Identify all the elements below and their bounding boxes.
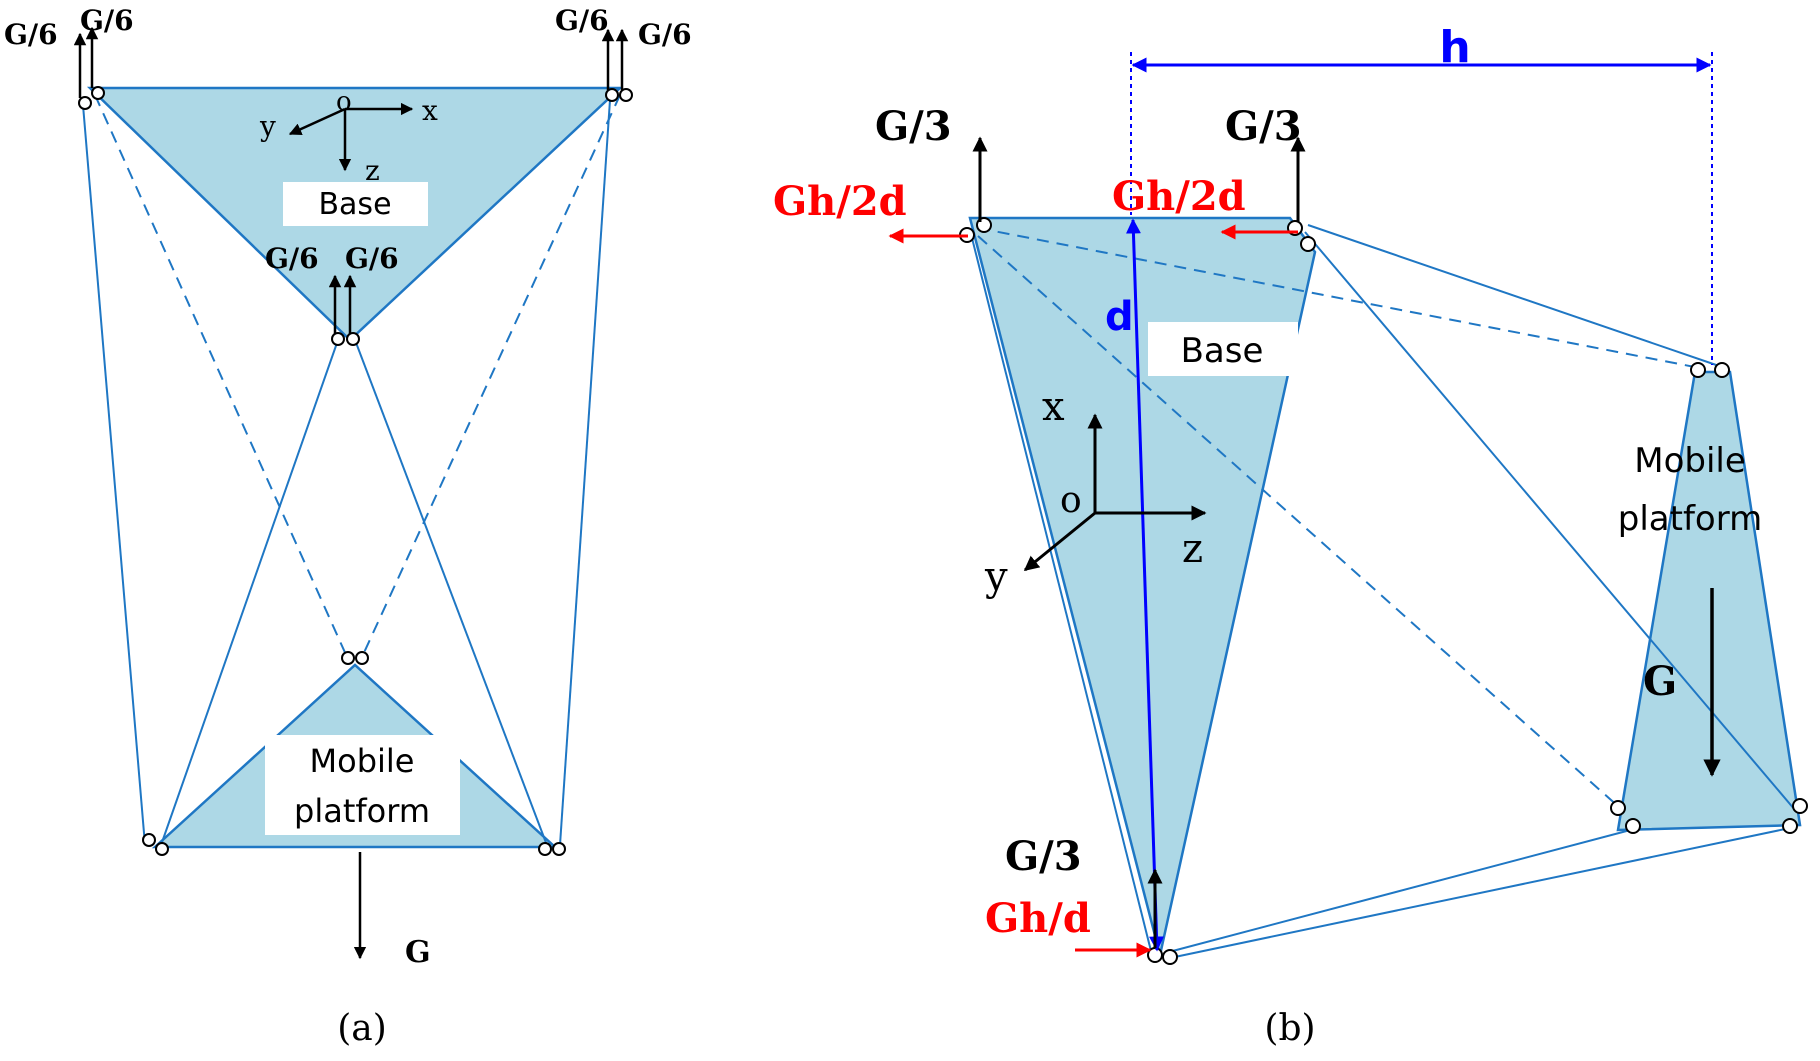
caption-a: (a) xyxy=(337,1008,387,1049)
panel-a: Base Mobile platform o x y z G/6 G/6 G/6… xyxy=(4,4,692,1049)
reaction-label-gh2d-2: Gh/2d xyxy=(1112,173,1246,220)
axis-o-a: o xyxy=(336,87,352,117)
joints-a xyxy=(78,86,633,856)
axis-y-a: y xyxy=(259,110,276,143)
base-label-a: Base xyxy=(318,187,391,222)
dimension-label-d: d xyxy=(1105,294,1134,340)
joints-b xyxy=(959,217,1808,965)
force-label-g6-3: G/6 xyxy=(555,4,609,37)
axis-x-a: x xyxy=(422,94,438,127)
axis-y-b: y xyxy=(984,554,1008,600)
platform-label-line1-a: Mobile xyxy=(310,742,415,780)
dimension-h xyxy=(1130,52,1713,365)
legs-a xyxy=(82,99,611,849)
platform-label-line2-b: platform xyxy=(1618,499,1762,539)
axis-o-b: o xyxy=(1060,480,1082,521)
reactions-b xyxy=(888,224,1298,958)
force-label-g6-6: G/6 xyxy=(345,242,399,275)
base-label-box-b xyxy=(1148,322,1298,376)
reaction-label-gh2d-1: Gh/2d xyxy=(773,178,907,225)
reaction-label-ghd: Gh/d xyxy=(985,895,1091,942)
axes-a xyxy=(288,102,414,172)
base-label-b: Base xyxy=(1181,331,1264,371)
force-label-g6-1: G/6 xyxy=(4,18,58,51)
force-label-g3-2: G/3 xyxy=(1225,103,1302,150)
dimension-d xyxy=(1125,218,1165,952)
axis-z-a: z xyxy=(365,154,380,187)
force-label-g6-4: G/6 xyxy=(638,18,692,51)
forces-a xyxy=(73,26,629,960)
force-label-g6-2: G/6 xyxy=(80,4,134,37)
force-label-g3-1: G/3 xyxy=(875,103,952,150)
force-label-g-a: G xyxy=(405,935,431,970)
force-label-g3-3: G/3 xyxy=(1005,833,1082,880)
axis-x-b: x xyxy=(1042,384,1065,430)
caption-b: (b) xyxy=(1264,1008,1315,1049)
axes-b xyxy=(1023,413,1207,572)
base-label-box-a xyxy=(283,182,428,226)
axis-z-b: z xyxy=(1182,526,1203,572)
force-label-g6-5: G/6 xyxy=(265,242,319,275)
panel-b: Base Mobile platform o x y z G/3 G/3 G/3… xyxy=(773,22,1808,1049)
platform-label-line2-a: platform xyxy=(294,792,430,830)
platform-label-box-a xyxy=(265,735,460,835)
platform-label-line1-b: Mobile xyxy=(1634,441,1746,481)
forces-b xyxy=(972,136,1721,948)
dimension-label-h: h xyxy=(1439,22,1470,73)
dashed-legs-a xyxy=(94,94,621,658)
dashed-legs-b xyxy=(977,227,1701,809)
force-label-g-b: G xyxy=(1643,658,1677,705)
